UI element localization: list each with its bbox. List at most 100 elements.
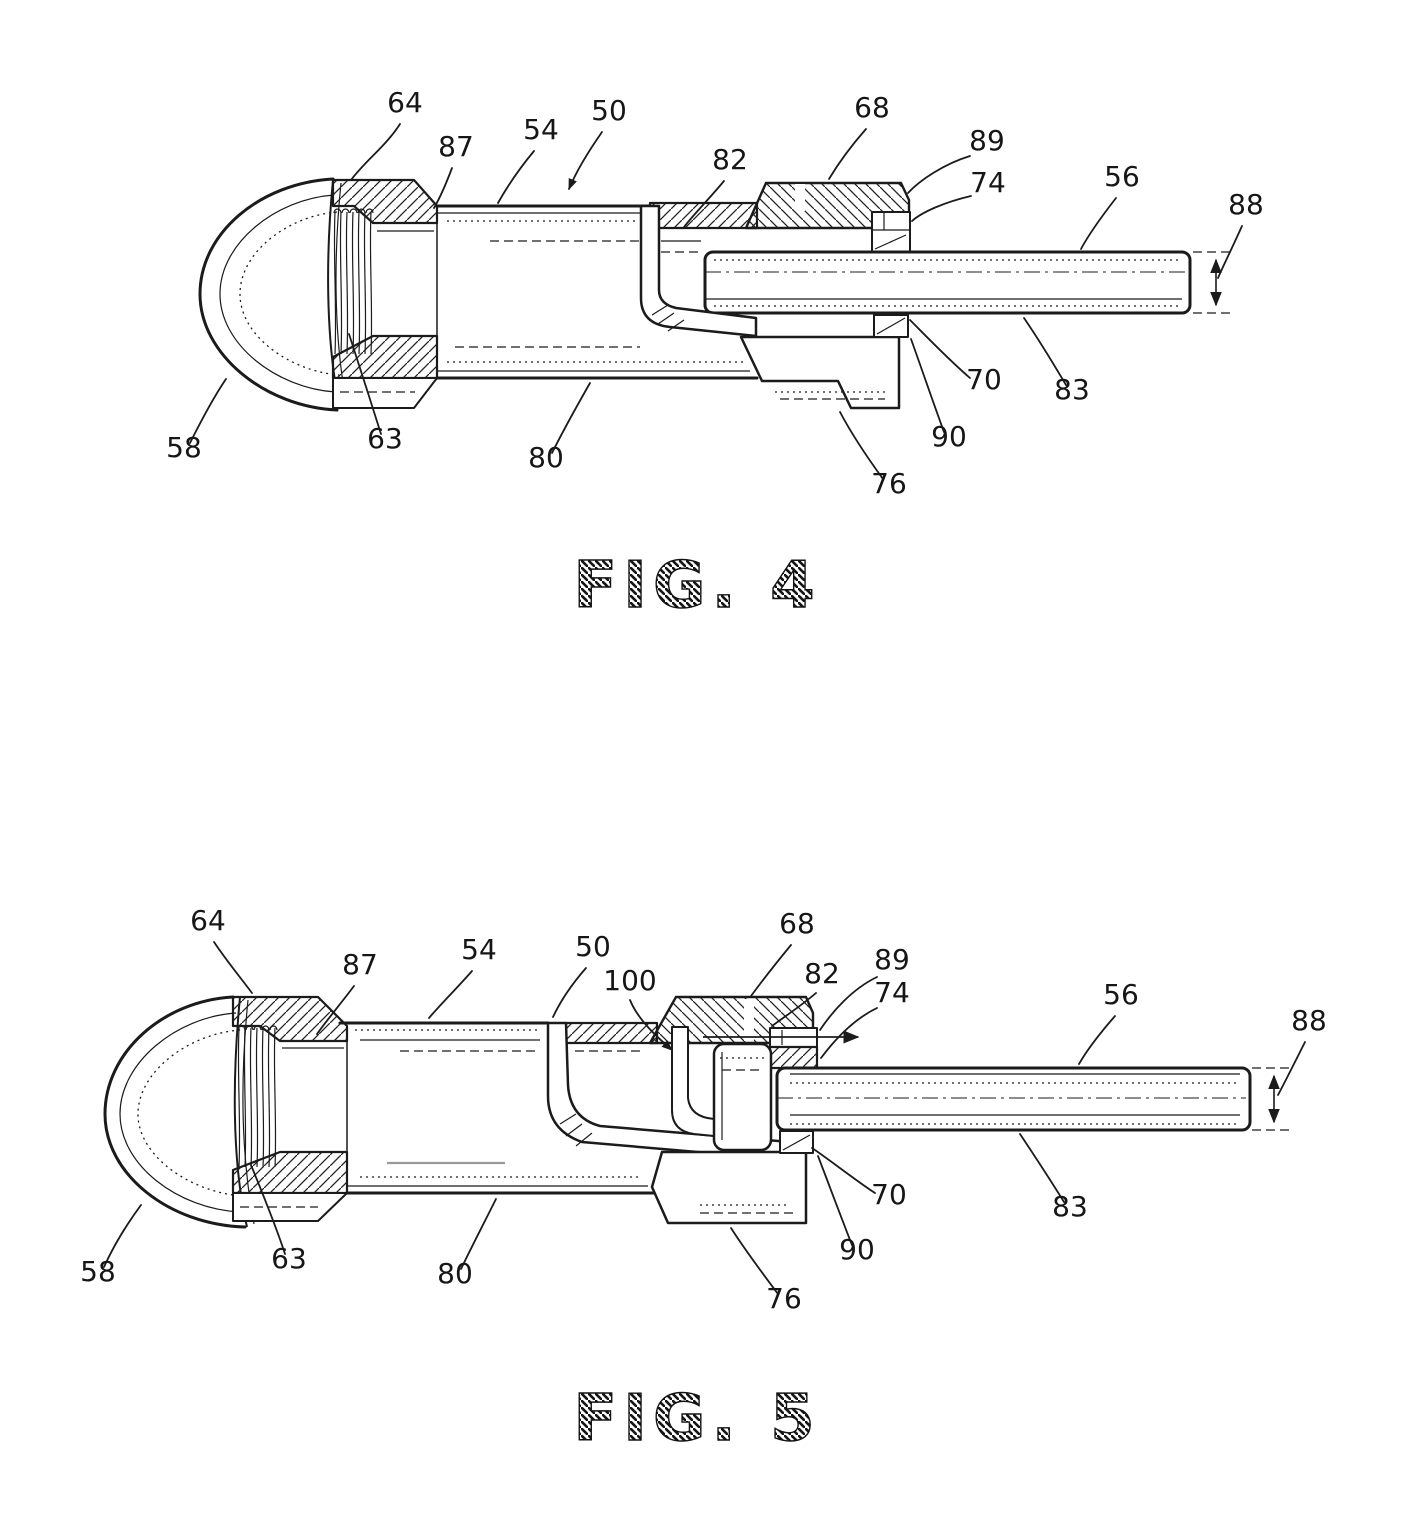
ref-label-100: 100 [603, 964, 656, 997]
ref-label-82: 82 [804, 957, 840, 990]
ref-label-50: 50 [575, 930, 611, 963]
leader-line-90 [817, 1155, 853, 1246]
fig4-threads [333, 208, 374, 355]
fig4-wall-section-hatch [648, 201, 759, 230]
fig5-housing [650, 1150, 808, 1225]
fig4-cap-upper-hatch [331, 178, 439, 225]
ref-label-90: 90 [839, 1233, 875, 1266]
leader-line-64 [213, 941, 253, 994]
fig5-wall-section-hatch [564, 1021, 659, 1045]
ref-label-89: 89 [874, 943, 910, 976]
ref-label-76: 76 [871, 467, 907, 500]
ref-label-68: 68 [779, 907, 815, 940]
fig4-body-tube [435, 204, 759, 380]
leader-line-83 [1019, 1133, 1065, 1203]
ref-label-54: 54 [461, 933, 497, 966]
leader-line-54 [428, 970, 473, 1019]
fig5-rod [775, 1066, 1252, 1132]
ref-label-80: 80 [528, 441, 564, 474]
leader-line-56 [1078, 1015, 1116, 1065]
ref-label-58: 58 [166, 431, 202, 464]
fig5-cap-upper-hatch [231, 995, 349, 1043]
leader-line-83 [1023, 317, 1067, 386]
ref-label-70: 70 [966, 363, 1002, 396]
fig5-collar-seam [744, 999, 754, 1041]
ref-label-76: 76 [766, 1282, 802, 1315]
fig4-caption: FIG. 4 [573, 549, 820, 623]
ref-label-90: 90 [931, 420, 967, 453]
leader-line-89 [819, 976, 878, 1031]
leader-line-74 [820, 1007, 878, 1059]
leader-line-56 [1080, 197, 1117, 250]
leader-line-63 [250, 1164, 286, 1255]
leader-line-68 [750, 944, 792, 997]
fig4-cap-lower-hatch [331, 334, 439, 380]
ref-label-64: 64 [190, 904, 226, 937]
fig4-dome-tip [198, 177, 348, 412]
leader-line-80 [551, 382, 591, 454]
leader-line-89 [907, 155, 971, 194]
leader-line-100 [629, 999, 673, 1051]
fig4-inner-cup [639, 204, 758, 338]
fig5-body-tube [338, 1021, 657, 1195]
leader-line-74 [911, 195, 972, 222]
leader-line-70 [909, 319, 971, 379]
ref-label-80: 80 [437, 1257, 473, 1290]
ref-label-74: 74 [874, 976, 910, 1009]
leader-line-88 [1277, 1041, 1306, 1096]
ref-label-63: 63 [271, 1242, 307, 1275]
leader-line-64 [350, 123, 401, 181]
leader-line-54 [497, 150, 535, 204]
fig5-lower-housing [650, 1130, 814, 1225]
leader-line-76 [730, 1227, 779, 1295]
ref-label-87: 87 [438, 130, 474, 163]
leader-line-58 [103, 1204, 142, 1268]
leader-line-70 [811, 1147, 876, 1194]
ref-label-89: 89 [969, 124, 1005, 157]
leader-line-82 [683, 180, 725, 228]
fig4-cup [639, 204, 758, 338]
ref-label-70: 70 [871, 1178, 907, 1211]
fig5-dome-tip [103, 995, 255, 1229]
fig5-collar [564, 995, 819, 1070]
fig5-threaded-cap [231, 995, 349, 1222]
fig4-collar [648, 181, 911, 253]
ref-label-63: 63 [367, 422, 403, 455]
leader-line-68 [828, 128, 867, 180]
ref-label-88: 88 [1228, 188, 1264, 221]
figure-4 [198, 177, 1233, 412]
fig4-lower-housing [739, 314, 909, 410]
ref-label-64: 64 [387, 86, 423, 119]
figure-5 [103, 995, 1294, 1229]
leader-line-87 [316, 985, 355, 1035]
ref-label-83: 83 [1054, 373, 1090, 406]
leader-line-76 [839, 411, 884, 480]
fig5-caption: FIG. 5 [573, 1382, 820, 1456]
leader-line-90 [910, 338, 945, 433]
ref-label-56: 56 [1104, 160, 1140, 193]
ref-label-50: 50 [591, 94, 627, 127]
fig4-rod [703, 250, 1192, 315]
fig4-dimension-88 [1193, 251, 1233, 314]
fig4-housing [739, 335, 901, 410]
ref-label-68: 68 [854, 91, 890, 124]
leader-line-87 [433, 167, 453, 209]
ref-label-56: 56 [1103, 978, 1139, 1011]
leader-line-80 [460, 1198, 497, 1270]
leader-line-58 [189, 378, 227, 444]
ref-label-58: 58 [80, 1255, 116, 1288]
fig5-cap-lower-hatch [231, 1150, 349, 1195]
fig5-dimension-88 [1252, 1067, 1294, 1131]
fig4-ring-block [871, 211, 911, 253]
fig4-cap-flange [332, 377, 438, 409]
ref-label-87: 87 [342, 948, 378, 981]
fig5-rod-body [775, 1066, 1252, 1132]
ref-label-82: 82 [712, 143, 748, 176]
fig4-rod-body [703, 250, 1192, 315]
leader-line-88 [1217, 225, 1243, 279]
fig5-threads [237, 1025, 278, 1168]
fig4-threaded-cap [331, 178, 439, 409]
